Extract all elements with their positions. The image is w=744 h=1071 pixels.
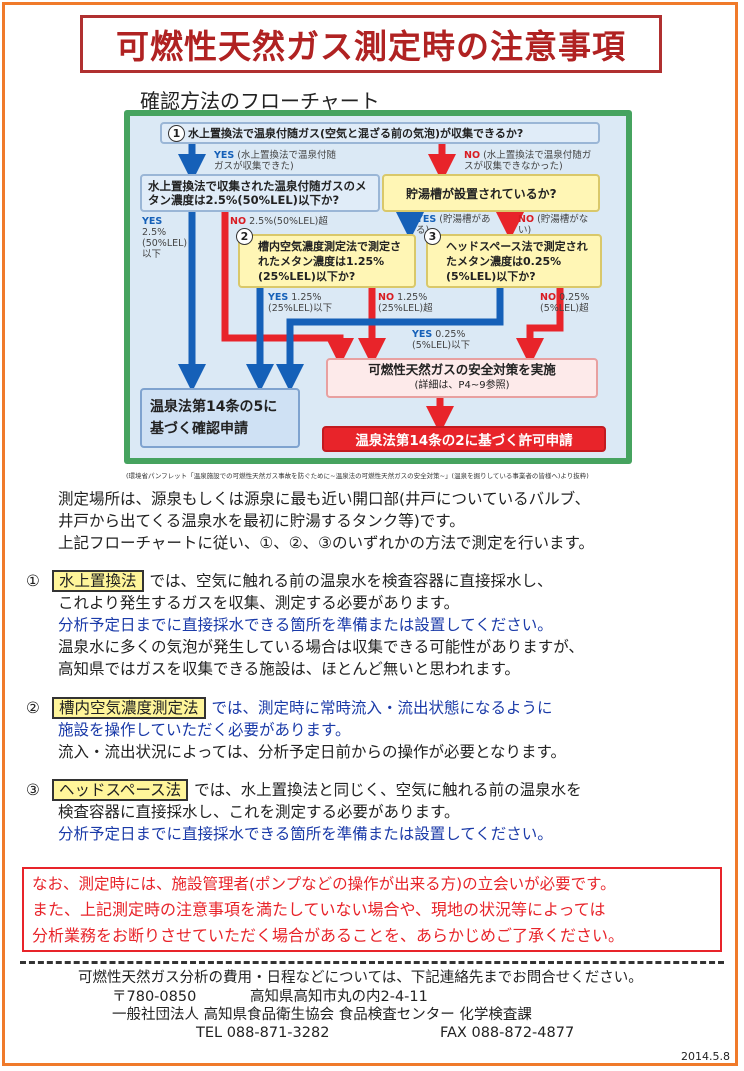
label-yes-q1: YES (水上置換法で温泉付随ガスが収集できた) bbox=[214, 150, 336, 172]
label-no-box2: NO 1.25%(25%LEL)超 bbox=[378, 292, 433, 314]
label-no-methane: NO 2.5%(50%LEL)超 bbox=[230, 216, 328, 227]
document-date: 2014.5.8 bbox=[681, 1050, 730, 1063]
contact-fax: FAX 088-872-4877 bbox=[440, 1025, 575, 1041]
divider bbox=[20, 961, 724, 964]
label-yes-tank: YES (貯湯槽がある) bbox=[416, 214, 491, 236]
label-yes-box2: YES 1.25%(25%LEL)以下 bbox=[268, 292, 333, 314]
flow-box-method-2: 2 槽内空気濃度測定法で測定されたメタン濃度は1.25%(25%LEL)以下か? bbox=[236, 228, 416, 288]
label-yes-methane: YES 2.5%(50%LEL)以下 bbox=[142, 216, 188, 260]
label-no-tank: NO (貯湯槽がない) bbox=[518, 214, 589, 236]
contact-postal: 〒780-0850 bbox=[112, 989, 197, 1005]
label-no-q1: NO (水上置換法で温泉付随ガスが収集できなかった) bbox=[464, 150, 592, 172]
page-title: 可燃性天然ガス測定時の注意事項 bbox=[80, 15, 662, 73]
flowchart-heading: 確認方法のフローチャート bbox=[140, 89, 380, 113]
flow-box-confirm: 温泉法第14条の5に基づく確認申請 bbox=[140, 388, 300, 448]
method-3-tag: ヘッドスペース法 bbox=[52, 779, 189, 801]
method-1-tag: 水上置換法 bbox=[52, 570, 144, 592]
circle-number-3: 3 bbox=[424, 228, 441, 245]
flow-box-permit: 温泉法第14条の2に基づく許可申請 bbox=[322, 426, 606, 452]
intro-paragraph: 測定場所は、源泉もしくは源泉に最も近い開口部(井戸についているバルブ、 井戸から… bbox=[58, 490, 594, 552]
flow-box-methane: 水上置換法で収集された温泉付随ガスのメタン濃度は2.5%(50%LEL)以下か? bbox=[140, 174, 380, 212]
flow-question-1-text: 水上置換法で温泉付随ガス(空気と混ざる前の気泡)が収集できるか? bbox=[188, 127, 524, 140]
circle-number-2: 2 bbox=[236, 228, 253, 245]
label-no-box3: NO 0.25%(5%LEL)超 bbox=[540, 292, 590, 314]
arrow-yes-box3 bbox=[276, 288, 504, 392]
method-2-tag: 槽内空気濃度測定法 bbox=[52, 697, 206, 719]
circle-number-1: 1 bbox=[168, 124, 185, 142]
label-yes-box3: YES 0.25%(5%LEL)以下 bbox=[412, 329, 471, 351]
flow-question-1: 1 水上置換法で温泉付随ガス(空気と混ざる前の気泡)が収集できるか? bbox=[160, 122, 600, 144]
flowchart: 1 水上置換法で温泉付随ガス(空気と混ざる前の気泡)が収集できるか? YES (… bbox=[124, 110, 632, 464]
contact-line-1: 可燃性天然ガス分析の費用・日程などについては、下記連絡先までお問合せください。 bbox=[78, 970, 643, 986]
flow-box-safety: 可燃性天然ガスの安全対策を実施 (詳細は、P4~9参照) bbox=[326, 358, 598, 398]
contact-address: 高知県高知市丸の内2-4-11 bbox=[250, 989, 428, 1005]
flowchart-canvas: 1 水上置換法で温泉付随ガス(空気と混ざる前の気泡)が収集できるか? YES (… bbox=[130, 116, 626, 458]
arrow-no-box3 bbox=[516, 288, 564, 366]
arrow-no-methane bbox=[221, 211, 354, 366]
notice-box: なお、測定時には、施設管理者(ポンプなどの操作が出来る方)の立会いが必要です。 … bbox=[22, 867, 722, 952]
flowchart-arrows bbox=[178, 144, 564, 434]
flow-box-tank: 貯湯槽が設置されているか? bbox=[382, 174, 600, 212]
contact-tel: TEL 088-871-3282 bbox=[196, 1025, 330, 1041]
flow-box-method-3: 3 ヘッドスペース法で測定されたメタン濃度は0.25%(5%LEL)以下か? bbox=[424, 228, 602, 288]
contact-org: 一般社団法人 高知県食品衛生協会 食品検査センター 化学検査課 bbox=[112, 1007, 532, 1023]
flowchart-credit: (環境省パンフレット「温泉施設での可燃性天然ガス事故を防ぐために~温泉法の可燃性… bbox=[126, 472, 589, 480]
